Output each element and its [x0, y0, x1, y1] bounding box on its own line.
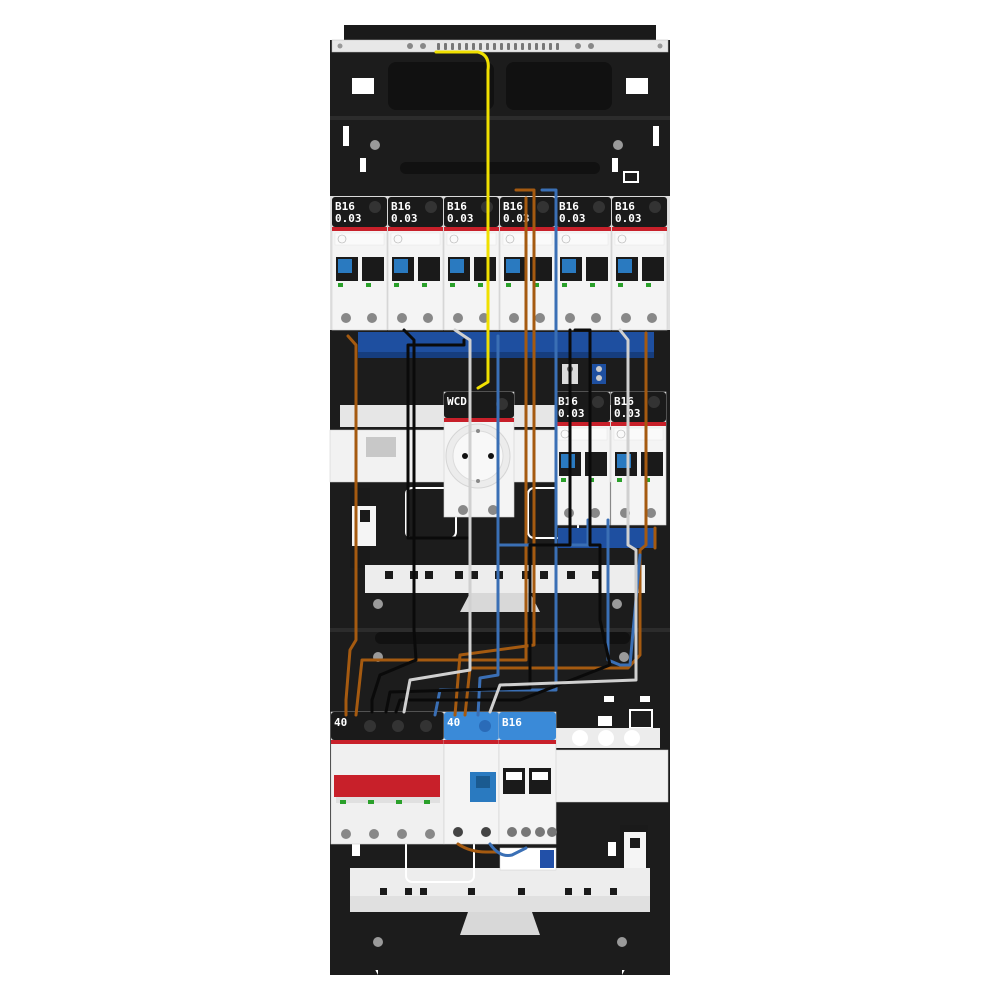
top-rating: B16 — [335, 200, 355, 213]
socket-label: WCD — [447, 395, 467, 408]
top-cover-details — [343, 62, 659, 183]
top-rating: B16 — [503, 200, 523, 213]
socket-module: WCD — [443, 391, 515, 518]
top-sensitivity: 0.03 — [615, 212, 642, 225]
top-rating: B16 — [615, 200, 635, 213]
mid-rating: B16 — [558, 395, 578, 408]
top-rail — [331, 39, 669, 53]
rcd-label: 40 — [447, 716, 460, 729]
bottom-breaker: B16 — [498, 711, 557, 871]
top-rating: B16 — [559, 200, 579, 213]
main-switch-label: 40 — [334, 716, 347, 729]
top-busbar — [358, 332, 654, 358]
main-switch: 40 — [330, 711, 445, 845]
top-sensitivity: 0.03 — [447, 212, 474, 225]
wiring — [344, 50, 657, 857]
top-sensitivity: 0.03 — [391, 212, 418, 225]
top-sensitivity: 0.03 — [559, 212, 586, 225]
rcd: 40 — [443, 711, 500, 845]
top-sensitivity: 0.03 — [503, 212, 530, 225]
bottom-breaker-label: B16 — [502, 716, 522, 729]
top-breaker-row: B160.03B160.03B160.03B160.03B160.03B160.… — [330, 196, 670, 331]
top-rating: B16 — [447, 200, 467, 213]
top-sensitivity: 0.03 — [335, 212, 362, 225]
lower-section — [350, 632, 669, 947]
top-rating: B16 — [391, 200, 411, 213]
